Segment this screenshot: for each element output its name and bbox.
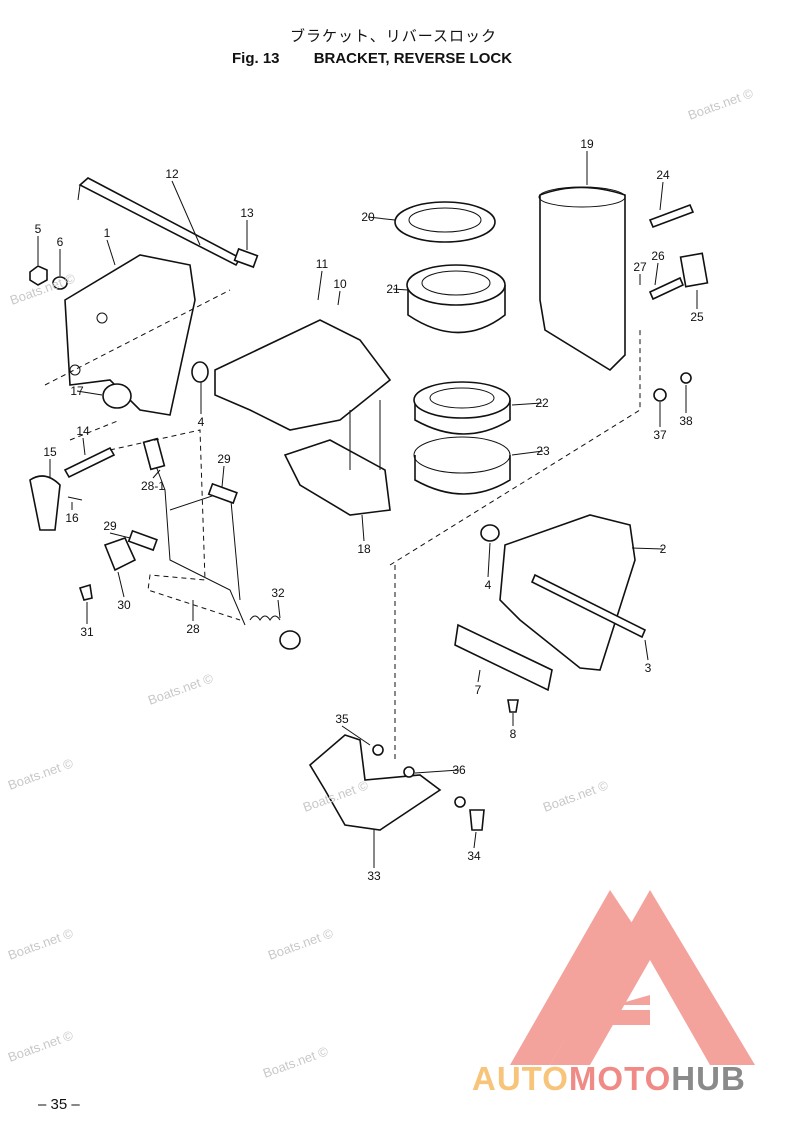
leader-line (76, 390, 103, 396)
leader-line (654, 262, 659, 286)
watermark-text: Boats.net © (6, 1027, 76, 1065)
leader-line (171, 180, 201, 246)
callout-24: 24 (656, 168, 670, 182)
callout-15: 15 (43, 445, 57, 459)
callout-30: 30 (117, 598, 131, 612)
leader-line (221, 465, 225, 488)
leader-line (659, 181, 664, 211)
callout-14: 14 (76, 424, 90, 438)
leader-line (341, 725, 371, 746)
leader-line (337, 290, 341, 306)
watermark-text: Boats.net © (266, 925, 336, 963)
callout-38: 38 (679, 414, 693, 428)
leader-line (106, 239, 116, 266)
callout-6: 6 (57, 235, 64, 249)
callout-21: 21 (386, 282, 400, 296)
callout-13: 13 (240, 206, 254, 220)
logo-word-hub: HUB (671, 1060, 746, 1097)
watermark-text: Boats.net © (541, 777, 611, 815)
callout-29: 29 (217, 452, 231, 466)
callout-35: 35 (335, 712, 349, 726)
callout-3: 3 (645, 661, 652, 675)
leader-line (473, 831, 477, 849)
logo-word-moto: MOTO (568, 1060, 672, 1097)
leader-line (117, 571, 125, 598)
leader-line (109, 532, 131, 539)
page-number: – 35 – (38, 1096, 80, 1113)
callout-1: 1 (104, 226, 111, 240)
callout-23: 23 (536, 444, 550, 458)
leader-line (414, 769, 460, 774)
callout-28: 28 (186, 622, 200, 636)
callout-31: 31 (80, 625, 94, 639)
watermark-text: Boats.net © (686, 85, 756, 123)
leader-line (511, 450, 544, 456)
callout-22: 22 (535, 396, 549, 410)
leader-line (367, 216, 396, 221)
automotohub-logo-mark (510, 890, 755, 1065)
callout-10: 10 (333, 277, 347, 291)
leader-lines (37, 151, 698, 868)
callout-7: 7 (475, 683, 482, 697)
logo-word-auto: AUTO (472, 1060, 569, 1097)
callout-37: 37 (653, 428, 667, 442)
callout-18: 18 (357, 542, 371, 556)
callout-20: 20 (361, 210, 375, 224)
figure-name: BRACKET, REVERSE LOCK (313, 50, 513, 67)
callout-8: 8 (510, 727, 517, 741)
watermark-text: Boats.net © (6, 755, 76, 793)
callout-5: 5 (35, 222, 42, 236)
callout-33: 33 (367, 869, 381, 883)
callout-4: 4 (485, 578, 492, 592)
part-outlines (29, 177, 709, 831)
leader-line (277, 599, 281, 619)
leader-line (317, 270, 323, 301)
leader-line (511, 402, 543, 406)
leader-line (152, 469, 161, 479)
figure-title: Fig. 13 BRACKET, REVERSE LOCK (232, 50, 512, 67)
leader-line (82, 437, 86, 456)
automotohub-logo-text: AUTOMOTOHUB (472, 1060, 746, 1098)
watermark-text: Boats.net © (6, 925, 76, 963)
leader-line (392, 288, 409, 291)
leader-line (361, 514, 365, 542)
callout-labels: 1213561111020211924262725174222337381415… (35, 137, 704, 883)
callout-17: 17 (70, 384, 84, 398)
leader-line (631, 547, 664, 550)
watermark-text: Boats.net © (261, 1043, 331, 1081)
callout-2: 2 (660, 542, 667, 556)
watermark-text: Boats.net © (146, 670, 216, 708)
callout-28-1: 28-1 (141, 479, 165, 493)
figure-number: Fig. 13 (232, 50, 280, 67)
callout-4: 4 (198, 415, 205, 429)
callout-25: 25 (690, 310, 704, 324)
callout-36: 36 (452, 763, 466, 777)
callout-32: 32 (271, 586, 285, 600)
callout-12: 12 (165, 167, 179, 181)
callout-27: 27 (633, 260, 647, 274)
callout-26: 26 (651, 249, 665, 263)
callout-34: 34 (467, 849, 481, 863)
subtitle-japanese: ブラケット、リバースロック (290, 27, 497, 45)
leader-line (477, 669, 481, 683)
callout-29: 29 (103, 519, 117, 533)
leader-line (644, 639, 649, 661)
callout-19: 19 (580, 137, 594, 151)
callout-16: 16 (65, 511, 79, 525)
leader-line (487, 542, 491, 578)
callout-11: 11 (316, 257, 329, 271)
